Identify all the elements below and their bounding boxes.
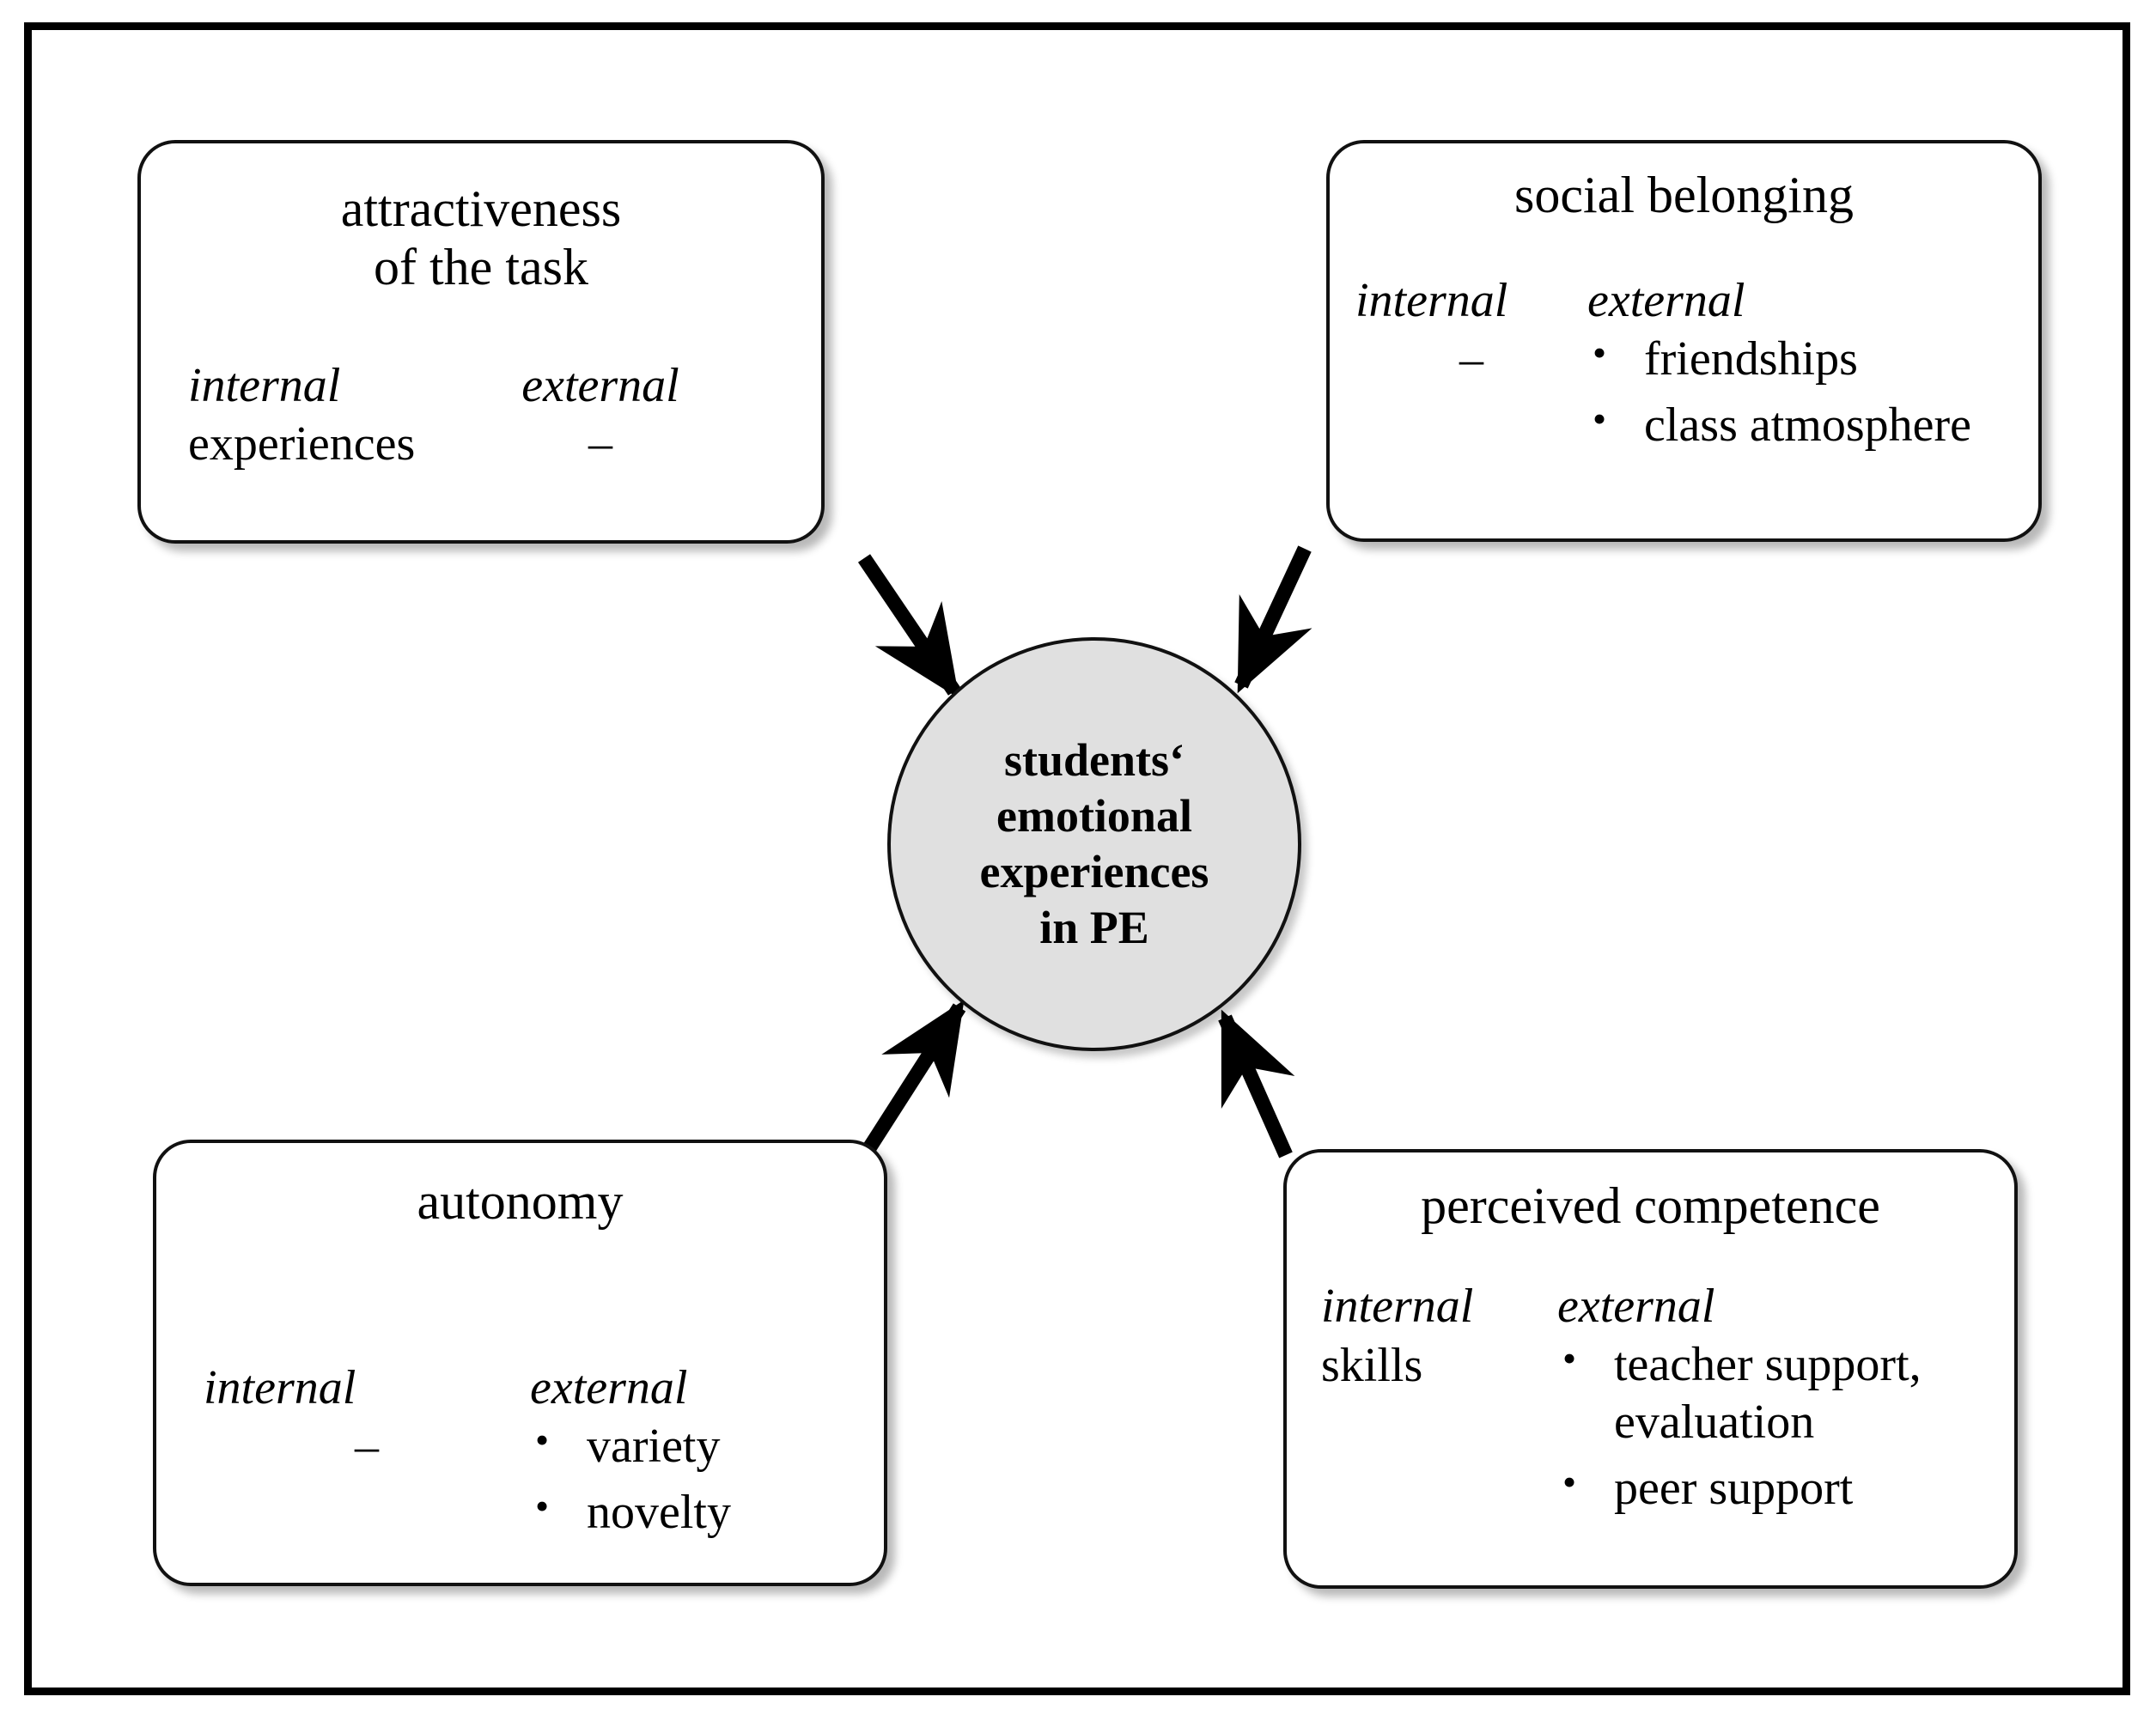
center-node-label: students‘ emotional experiences in PE — [980, 733, 1209, 955]
bullet-list-external: friendships class atmosphere — [1587, 329, 1991, 463]
concept-box-social-belonging[interactable]: social belonging internal – external fri… — [1326, 140, 2042, 542]
column-external: external teacher support, evaluation pee… — [1557, 1278, 1961, 1526]
box-columns-autonomy: internal – external variety novelty — [156, 1231, 884, 1550]
column-item-internal: skills — [1321, 1338, 1423, 1392]
box-title-line: social belonging — [1514, 167, 1854, 223]
empty-dash-internal: – — [1459, 331, 1483, 386]
column-external: external variety novelty — [530, 1359, 856, 1550]
bullet-list-external: teacher support, evaluation peer support — [1557, 1335, 1961, 1527]
column-internal: internal – — [1355, 272, 1587, 463]
box-title-line: of the task — [374, 239, 588, 296]
empty-dash-external: – — [588, 416, 612, 470]
list-item: novelty — [530, 1482, 856, 1542]
column-header-internal: internal — [188, 358, 341, 412]
empty-dash-internal: – — [355, 1419, 379, 1473]
center-label-line: in PE — [1039, 901, 1149, 953]
list-item: peer support — [1557, 1458, 1961, 1517]
box-title-social-belonging: social belonging — [1330, 143, 2038, 224]
list-item: class atmosphere — [1587, 395, 1991, 454]
box-columns-attractiveness: internal experiences external – — [141, 297, 821, 474]
list-item: friendships — [1587, 329, 1991, 388]
column-header-external: external — [1557, 1280, 1715, 1334]
bullet-list-external: variety novelty — [530, 1416, 856, 1550]
concept-box-autonomy[interactable]: autonomy internal – external variety nov… — [153, 1140, 887, 1586]
box-title-perceived-competence: perceived competence — [1287, 1152, 2014, 1235]
box-title-line: attractiveness — [340, 180, 622, 237]
box-title-autonomy: autonomy — [156, 1143, 884, 1231]
list-item: variety — [530, 1416, 856, 1475]
center-label-line: experiences — [979, 846, 1209, 897]
column-header-internal: internal — [1355, 274, 1508, 328]
center-node-students-emotional-experiences[interactable]: students‘ emotional experiences in PE — [887, 637, 1301, 1051]
column-internal: internal experiences — [188, 357, 472, 474]
column-internal: internal skills — [1321, 1278, 1557, 1526]
column-item-internal: experiences — [188, 417, 416, 471]
column-header-external: external — [521, 358, 679, 412]
box-columns-perceived-competence: internal skills external teacher support… — [1287, 1235, 2014, 1526]
column-external: external friendships class atmosphere — [1587, 272, 1991, 463]
list-item: teacher support, evaluation — [1557, 1335, 1961, 1451]
column-header-internal: internal — [204, 1361, 356, 1415]
column-header-external: external — [530, 1361, 688, 1415]
box-columns-social-belonging: internal – external friendships class at… — [1330, 224, 2038, 463]
center-label-line: emotional — [996, 790, 1192, 842]
center-label-line: students‘ — [1003, 734, 1185, 787]
column-internal: internal – — [204, 1359, 530, 1550]
column-external: external – — [472, 357, 729, 474]
concept-box-perceived-competence[interactable]: perceived competence internal skills ext… — [1283, 1149, 2018, 1589]
column-header-internal: internal — [1321, 1280, 1474, 1334]
box-title-line: autonomy — [417, 1173, 624, 1230]
column-header-external: external — [1587, 274, 1745, 328]
box-title-line: perceived competence — [1421, 1177, 1880, 1234]
concept-box-attractiveness[interactable]: attractiveness of the task internal expe… — [137, 140, 825, 544]
box-title-attractiveness: attractiveness of the task — [141, 143, 821, 297]
